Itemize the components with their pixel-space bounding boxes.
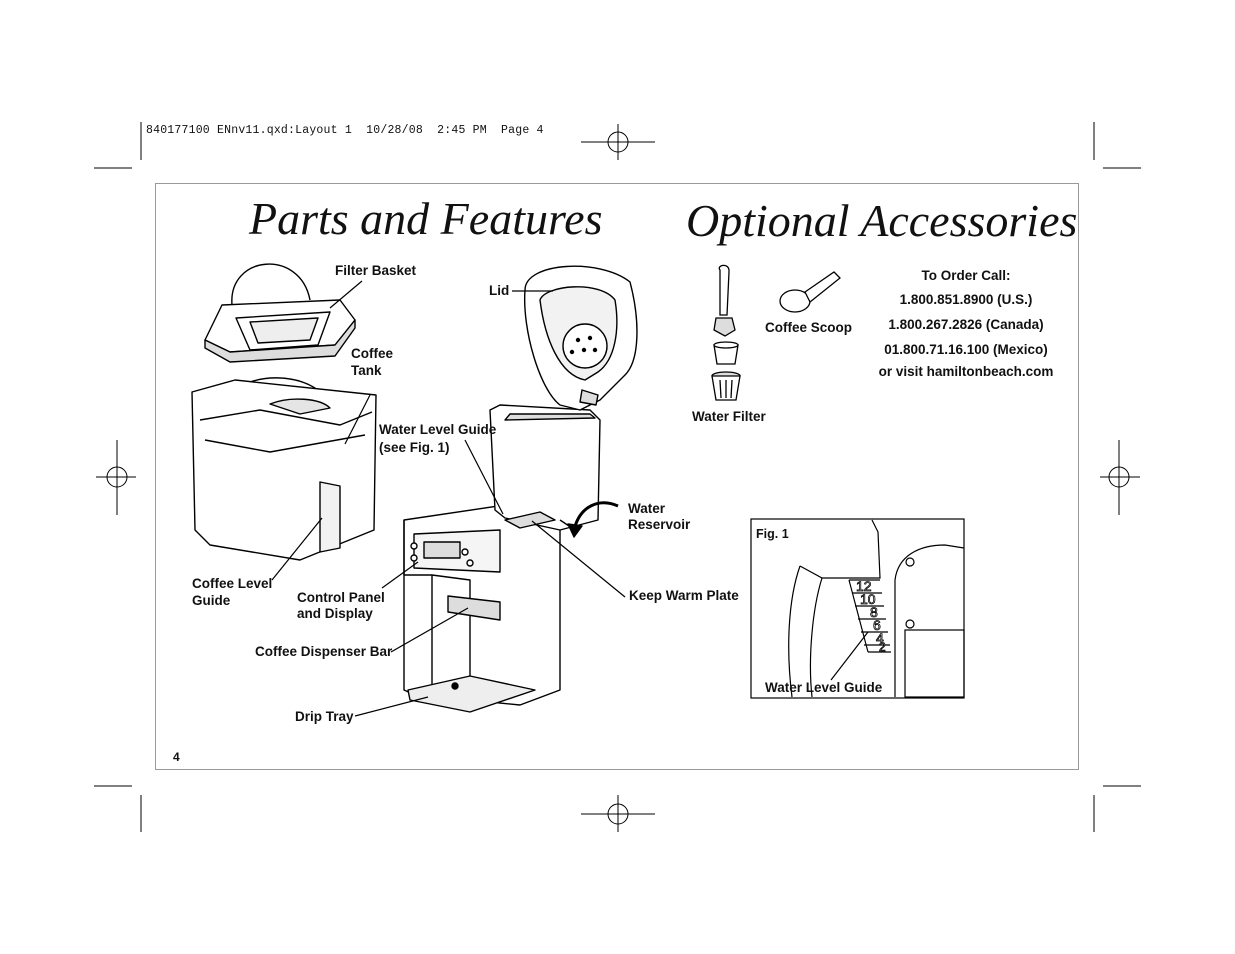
optional-accessories-title: Optional Accessories xyxy=(686,195,1078,246)
parts-features-title: Parts and Features xyxy=(249,193,603,244)
filter-basket-drawing xyxy=(204,263,356,363)
fig-level-2: 2 xyxy=(879,640,886,654)
label-water-reservoir-line1: Water xyxy=(628,501,666,516)
label-drip-tray: Drip Tray xyxy=(295,709,354,724)
label-keep-warm-plate: Keep Warm Plate xyxy=(629,588,739,603)
coffee-maker-body-drawing xyxy=(403,265,638,713)
fig-level-6: 6 xyxy=(873,617,881,633)
phone-canada: 1.800.267.2826 (Canada) xyxy=(888,317,1044,332)
label-filter-basket: Filter Basket xyxy=(335,263,417,278)
phone-mexico: 01.800.71.16.100 (Mexico) xyxy=(884,342,1048,357)
label-coffee-tank-line1: Coffee xyxy=(351,346,394,361)
fig-level-8: 8 xyxy=(870,604,878,620)
label-coffee-level-guide-line1: Coffee Level xyxy=(192,576,273,591)
figure-1-caption: Water Level Guide xyxy=(765,680,883,695)
page-frame xyxy=(155,183,1079,770)
coffee-tank-drawing xyxy=(191,377,377,561)
figure-1-label: Fig. 1 xyxy=(756,527,789,541)
water-filter-cartridge-drawing xyxy=(711,371,741,401)
label-water-filter: Water Filter xyxy=(692,409,766,424)
water-filter-cup-drawing xyxy=(713,341,739,365)
fig-level-12: 12 xyxy=(856,578,872,594)
coffee-scoop-drawing xyxy=(779,271,841,313)
fig-level-10: 10 xyxy=(860,591,876,607)
phone-us: 1.800.851.8900 (U.S.) xyxy=(899,292,1033,307)
label-water-level-guide-line1: Water Level Guide xyxy=(379,422,497,437)
page-number: 4 xyxy=(173,750,180,764)
label-coffee-scoop: Coffee Scoop xyxy=(765,320,853,335)
water-filter-handle-drawing xyxy=(713,264,736,337)
label-coffee-dispenser-bar: Coffee Dispenser Bar xyxy=(255,644,393,659)
order-heading: To Order Call: xyxy=(921,268,1011,283)
file-slug-line: 840177100 ENnv11.qxd:Layout 1 10/28/08 2… xyxy=(146,124,544,137)
label-coffee-tank-line2: Tank xyxy=(351,363,382,378)
fig-level-4: 4 xyxy=(876,630,884,646)
label-water-level-guide-line2: (see Fig. 1) xyxy=(379,440,450,455)
label-coffee-level-guide-line2: Guide xyxy=(192,593,231,608)
label-lid: Lid xyxy=(489,283,510,298)
label-control-panel-line1: Control Panel xyxy=(297,590,385,605)
label-control-panel-line2: and Display xyxy=(297,606,373,621)
website-text: or visit hamiltonbeach.com xyxy=(878,364,1054,379)
label-water-reservoir-line2: Reservoir xyxy=(628,517,691,532)
